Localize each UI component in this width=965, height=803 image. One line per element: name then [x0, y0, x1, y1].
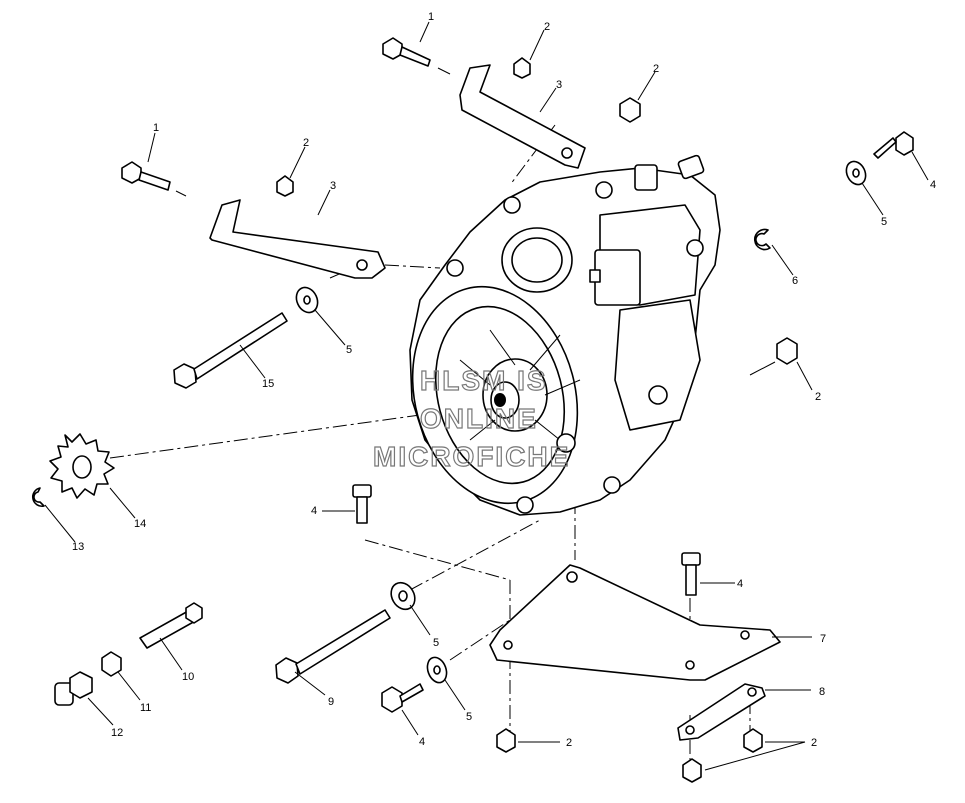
- screw-4-mid: [352, 484, 372, 524]
- nut-2-f: [743, 728, 763, 753]
- callout-3: 3: [556, 79, 562, 91]
- callout-2: 2: [653, 63, 659, 75]
- callout-2: 2: [303, 137, 309, 149]
- callout-6: 6: [792, 275, 798, 287]
- leader-lines: [44, 21, 929, 771]
- callout-2: 2: [815, 391, 821, 403]
- callout-1: 1: [428, 11, 434, 23]
- callout-8: 8: [819, 686, 825, 698]
- bracket-3-left: [209, 199, 386, 279]
- callout-2: 2: [566, 737, 572, 749]
- plug-12: [54, 671, 93, 706]
- nut-2-e: [496, 728, 516, 753]
- watermark-line-1: HLSM IS: [420, 365, 548, 396]
- callout-5: 5: [346, 344, 352, 356]
- callout-12: 12: [111, 727, 123, 739]
- callout-2: 2: [811, 737, 817, 749]
- nut-2-b: [619, 97, 641, 123]
- callout-13: 13: [72, 541, 84, 553]
- washer-5-left: [295, 286, 319, 314]
- nut-11: [101, 651, 122, 677]
- bolt-1-left: [121, 161, 187, 197]
- watermark-line-3: MICROFICHE: [373, 441, 570, 472]
- strap-8: [677, 683, 766, 741]
- screw-4-right: [873, 131, 914, 159]
- nut-2-a: [513, 57, 531, 79]
- screw-4-bracket: [681, 552, 701, 596]
- callout-5: 5: [881, 216, 887, 228]
- stud-10: [139, 602, 203, 649]
- gearcase-housing: [409, 154, 721, 516]
- nut-2-c: [276, 175, 294, 197]
- callout-14: 14: [134, 518, 146, 530]
- bolt-15: [173, 312, 288, 389]
- callout-10: 10: [182, 671, 194, 683]
- mount-bracket-7: [489, 564, 781, 681]
- clip-6: [754, 228, 771, 251]
- callout-2: 2: [544, 21, 550, 33]
- washer-5-right: [845, 160, 867, 186]
- callout-labels: 1 1 2 2 2 2 2 2 3 3 4 4 4 4 5 5 5 5 6 7 …: [72, 11, 936, 749]
- nut-2-d: [776, 337, 798, 365]
- nut-2-g: [682, 758, 702, 783]
- callout-5: 5: [466, 711, 472, 723]
- bolt-9: [275, 609, 391, 684]
- washer-5-lower: [426, 656, 448, 684]
- callout-3: 3: [330, 180, 336, 192]
- callout-9: 9: [328, 696, 334, 708]
- watermark: HLSM IS ONLINE MICROFICHE: [372, 364, 570, 472]
- callout-15: 15: [262, 378, 274, 390]
- bracket-3-upper: [459, 64, 586, 169]
- circlip-13: [31, 487, 45, 508]
- callout-4: 4: [930, 179, 936, 191]
- sprocket-14: [49, 433, 115, 499]
- callout-5: 5: [433, 637, 439, 649]
- bolt-1-upper: [382, 37, 451, 75]
- callout-4: 4: [419, 736, 425, 748]
- screw-4-lower: [381, 683, 424, 713]
- callout-4: 4: [311, 505, 317, 517]
- watermark-line-2: ONLINE: [420, 403, 538, 434]
- callout-1: 1: [153, 122, 159, 134]
- callout-11: 11: [140, 702, 151, 714]
- washer-5-center: [390, 581, 416, 611]
- callout-4: 4: [737, 578, 743, 590]
- callout-7: 7: [820, 633, 826, 645]
